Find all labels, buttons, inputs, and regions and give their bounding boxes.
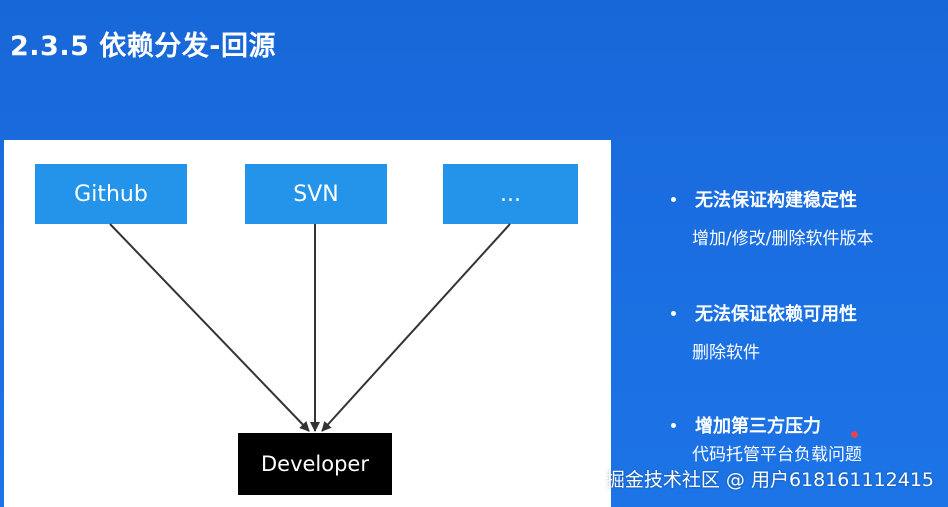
arrows	[109, 223, 511, 432]
pointer-dot	[851, 431, 858, 438]
bullet-subtext: 删除软件	[692, 343, 760, 363]
bullet-title: 增加第三方压力	[695, 416, 821, 437]
source-box-svn: SVN	[245, 164, 387, 224]
developer-label: Developer	[260, 452, 369, 476]
source-box-github: Github	[35, 164, 187, 224]
bullet-item: 无法保证构建稳定性 增加/修改/删除软件版本	[668, 186, 938, 249]
developer-box: Developer	[238, 433, 392, 495]
dependency-diagram: Github SVN ... Developer	[4, 140, 611, 507]
bullet-dot-icon	[671, 196, 676, 202]
source-label-more: ...	[500, 181, 521, 207]
slide-title: 2.3.5 依赖分发-回源	[10, 31, 276, 62]
source-label-github: Github	[74, 181, 148, 207]
source-label-svn: SVN	[293, 181, 339, 207]
watermark-text: 掘金技术社区 @ 用户618161112415	[605, 469, 934, 491]
bullet-subtext: 代码托管平台负载问题	[692, 445, 862, 465]
arrow-github-to-developer	[109, 223, 310, 432]
bullet-dot-icon	[671, 422, 676, 428]
bullet-subtext: 增加/修改/删除软件版本	[692, 229, 874, 249]
bullet-item: 无法保证依赖可用性 删除软件	[668, 300, 938, 363]
arrow-more-to-developer	[321, 223, 511, 432]
bullet-dot-icon	[671, 310, 676, 316]
source-box-more: ...	[443, 164, 578, 224]
bullet-item: 增加第三方压力 代码托管平台负载问题	[668, 412, 938, 465]
bullet-title: 无法保证构建稳定性	[695, 190, 857, 211]
bullet-title: 无法保证依赖可用性	[695, 304, 857, 325]
